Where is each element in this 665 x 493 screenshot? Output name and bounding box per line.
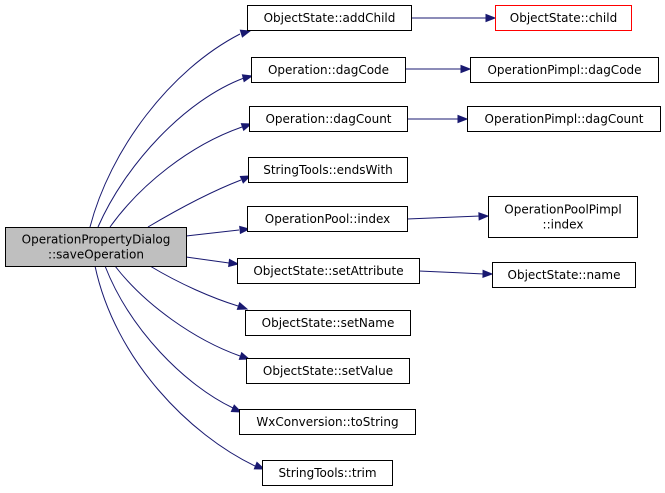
arrowhead-root-to-dagCount <box>240 123 253 132</box>
nodes-layer: OperationPropertyDialog::saveOperationOb… <box>5 5 661 486</box>
node-pimplDagCode[interactable]: OperationPimpl::dagCode <box>470 57 659 83</box>
arrowhead-root-to-poolIndex <box>239 225 251 235</box>
arrowhead-root-to-addChild <box>239 29 252 38</box>
node-child[interactable]: ObjectState::child <box>495 5 632 31</box>
node-addChild[interactable]: ObjectState::addChild <box>247 5 412 31</box>
edge-poolIndex-to-poolPimplIndex <box>406 215 481 220</box>
edge-root-to-setAttribute <box>185 256 230 264</box>
node-root[interactable]: OperationPropertyDialog::saveOperation <box>5 227 187 267</box>
edge-root-to-setName <box>149 265 239 307</box>
node-label-trim-line-1: StringTools::trim <box>278 466 376 480</box>
edge-root-to-addChild <box>89 33 241 228</box>
node-dagCount[interactable]: Operation::dagCount <box>249 106 408 132</box>
node-poolIndex[interactable]: OperationPool::index <box>247 206 408 232</box>
edge-root-to-setValue <box>114 265 241 357</box>
node-label-pimplDagCode-line-1: OperationPimpl::dagCode <box>487 63 641 77</box>
edge-root-to-toString <box>104 265 234 409</box>
node-trim[interactable]: StringTools::trim <box>262 460 393 486</box>
edge-root-to-trim <box>94 265 256 467</box>
arrowhead-dagCode-to-pimplDagCode <box>460 64 472 74</box>
node-box-root[interactable] <box>5 227 187 267</box>
node-box-name[interactable] <box>492 262 636 288</box>
node-setValue[interactable]: ObjectState::setValue <box>246 358 410 384</box>
node-label-poolPimplIndex-line-2: ::index <box>543 218 584 232</box>
node-endsWith[interactable]: StringTools::endsWith <box>248 157 408 183</box>
node-label-poolPimplIndex-line-1: OperationPoolPimpl <box>504 203 622 217</box>
node-label-name-line-1: ObjectState::name <box>508 268 621 282</box>
arrowhead-root-to-endsWith <box>239 175 252 184</box>
arrowhead-setAttribute-to-name <box>482 269 494 279</box>
arrowhead-root-to-dagCode <box>241 74 254 83</box>
node-label-root-line-2: ::saveOperation <box>48 248 144 262</box>
node-label-endsWith-line-1: StringTools::endsWith <box>263 163 393 177</box>
node-box-endsWith[interactable] <box>248 157 408 183</box>
arrowhead-root-to-toString <box>230 404 243 413</box>
node-label-setAttribute-line-1: ObjectState::setAttribute <box>253 264 403 278</box>
node-box-setName[interactable] <box>245 310 411 336</box>
node-label-poolIndex-line-1: OperationPool::index <box>265 212 390 226</box>
node-label-toString-line-1: WxConversion::toString <box>256 415 398 429</box>
arrowhead-root-to-setName <box>236 301 249 310</box>
arrowhead-dagCount-to-pimplDagCount <box>457 114 469 124</box>
node-label-setValue-line-1: ObjectState::setValue <box>263 364 393 378</box>
node-box-dagCount[interactable] <box>249 106 408 132</box>
node-label-root-line-1: OperationPropertyDialog <box>22 233 171 247</box>
node-box-poolIndex[interactable] <box>247 206 408 232</box>
node-box-poolPimplIndex[interactable] <box>488 196 638 238</box>
edge-root-to-endsWith <box>147 179 242 228</box>
arrowhead-root-to-trim <box>253 461 266 470</box>
node-label-addChild-line-1: ObjectState::addChild <box>264 11 396 25</box>
node-label-dagCode-line-1: Operation::dagCode <box>268 63 389 77</box>
node-label-pimplDagCount-line-1: OperationPimpl::dagCount <box>485 112 644 126</box>
edge-root-to-poolIndex <box>185 229 240 237</box>
arrowhead-addChild-to-child <box>485 13 497 23</box>
node-box-trim[interactable] <box>262 460 393 486</box>
edge-root-to-dagCount <box>109 126 243 228</box>
node-box-setAttribute[interactable] <box>237 258 420 284</box>
node-label-child-line-1: ObjectState::child <box>510 11 617 25</box>
arrowhead-root-to-setValue <box>238 351 251 360</box>
edge-root-to-dagCode <box>97 77 245 228</box>
node-box-pimplDagCode[interactable] <box>470 57 659 83</box>
node-box-toString[interactable] <box>239 409 416 435</box>
node-box-child[interactable] <box>495 5 632 31</box>
edges-layer <box>89 13 497 470</box>
node-box-pimplDagCount[interactable] <box>467 106 661 132</box>
node-box-setValue[interactable] <box>246 358 410 384</box>
node-setName[interactable]: ObjectState::setName <box>245 310 411 336</box>
arrowhead-root-to-setAttribute <box>228 258 240 268</box>
node-dagCode[interactable]: Operation::dagCode <box>251 57 406 83</box>
edge-setAttribute-to-name <box>418 270 485 275</box>
node-label-dagCount-line-1: Operation::dagCount <box>265 112 391 126</box>
node-setAttribute[interactable]: ObjectState::setAttribute <box>237 258 420 284</box>
node-poolPimplIndex[interactable]: OperationPoolPimpl::index <box>488 196 638 238</box>
node-label-setName-line-1: ObjectState::setName <box>262 316 395 330</box>
node-box-addChild[interactable] <box>247 5 412 31</box>
node-toString[interactable]: WxConversion::toString <box>239 409 416 435</box>
arrowhead-poolIndex-to-poolPimplIndex <box>478 212 490 221</box>
node-pimplDagCount[interactable]: OperationPimpl::dagCount <box>467 106 661 132</box>
node-box-dagCode[interactable] <box>251 57 406 83</box>
node-name[interactable]: ObjectState::name <box>492 262 636 288</box>
